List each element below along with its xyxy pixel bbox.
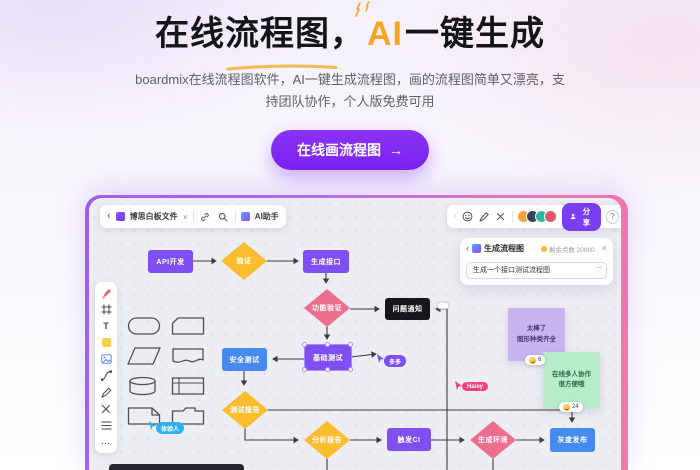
ai-generate-panel: ‹ 生成流程图 剩余点数 20000 × → bbox=[460, 238, 613, 285]
close-icon[interactable]: × bbox=[601, 243, 607, 253]
flow-node-api-dev[interactable]: API开发 bbox=[148, 250, 193, 273]
title-underline-doodle bbox=[226, 64, 338, 71]
flow-node-security-test[interactable]: 安全测试 bbox=[222, 348, 267, 371]
shape-cylinder[interactable] bbox=[127, 376, 161, 396]
coin-icon bbox=[540, 245, 547, 252]
table-icon[interactable] bbox=[100, 419, 112, 431]
shape-note-folded[interactable] bbox=[127, 406, 161, 426]
title-suffix: 一键生成 bbox=[405, 15, 545, 53]
selection-handle[interactable] bbox=[325, 342, 330, 347]
collaborator-avatars[interactable] bbox=[517, 210, 558, 223]
sticky-note-collab[interactable]: 在线多人协作 很方便哦 bbox=[543, 352, 600, 408]
divider bbox=[234, 211, 236, 222]
emoji-reaction-icon[interactable] bbox=[461, 210, 473, 223]
selection-handle[interactable] bbox=[348, 367, 353, 372]
flow-node-gray-release[interactable]: 灰度发布 bbox=[550, 428, 595, 452]
selection-handle[interactable] bbox=[302, 342, 307, 347]
comment-pen-icon[interactable] bbox=[478, 210, 490, 223]
image-icon[interactable] bbox=[100, 353, 112, 365]
shape-palette bbox=[127, 316, 205, 426]
title-ai-highlight: AI bbox=[355, 1, 405, 53]
cursor-arrow-icon bbox=[377, 354, 384, 363]
topbar-left: ‹ 博思白板文件 ∨ AI助手 bbox=[100, 205, 286, 228]
whiteboard-canvas[interactable]: ‹ 博思白板文件 ∨ AI助手 ‹ bbox=[89, 198, 621, 470]
ai-assistant-icon bbox=[240, 212, 250, 221]
send-icon[interactable]: → bbox=[595, 262, 603, 271]
back-button[interactable]: ‹ bbox=[107, 210, 111, 222]
ai-logo-icon bbox=[472, 244, 481, 253]
select-marker-icon[interactable] bbox=[100, 287, 112, 299]
chevron-down-icon[interactable]: ∨ bbox=[182, 213, 188, 221]
shape-folder[interactable] bbox=[171, 406, 205, 426]
left-toolbar: T … bbox=[95, 282, 117, 453]
shape-document-wave[interactable] bbox=[171, 346, 205, 366]
sticky-note-icon[interactable] bbox=[100, 337, 112, 349]
reaction-badge[interactable]: 6 bbox=[525, 355, 546, 365]
shape-parallelogram[interactable] bbox=[127, 346, 161, 366]
draw-flowchart-cta-button[interactable]: 在线画流程图→ bbox=[271, 129, 429, 170]
link-icon[interactable] bbox=[199, 210, 212, 223]
panel-title: 生成流程图 bbox=[484, 244, 524, 253]
hero-section: 在线流程图，AI一键生成 boardmix在线流程图软件，AI一键生成流程图，画… bbox=[0, 0, 700, 170]
selection-handle[interactable] bbox=[302, 367, 307, 372]
topbar-right: ‹ 分享 ? bbox=[447, 202, 621, 231]
selection-handle[interactable] bbox=[325, 367, 330, 372]
share-button[interactable]: 分享 bbox=[562, 202, 602, 231]
pen-icon[interactable] bbox=[100, 386, 112, 398]
more-icon[interactable]: … bbox=[100, 436, 112, 447]
flow-node-gen-api[interactable]: 生成接口 bbox=[303, 250, 349, 273]
collaborator-cursor-duoduo: 多多 bbox=[377, 350, 407, 368]
laughing-emoji-icon bbox=[529, 356, 536, 364]
avatar[interactable] bbox=[544, 210, 558, 223]
person-icon bbox=[571, 213, 576, 220]
boardmix-logo bbox=[115, 212, 125, 221]
cursor-arrow-icon bbox=[149, 421, 156, 430]
eraser-cross-icon[interactable] bbox=[100, 403, 112, 415]
title-prefix: 在线流程图， bbox=[155, 15, 365, 53]
flow-node-issue-notify[interactable]: 问题通知 bbox=[385, 298, 430, 320]
text-icon[interactable]: T bbox=[103, 321, 109, 331]
frame-icon[interactable] bbox=[100, 304, 112, 316]
laser-pointer-icon[interactable] bbox=[495, 210, 507, 223]
cursor-arrow-icon bbox=[455, 381, 462, 390]
drag-handle-icon[interactable]: ‹ bbox=[454, 213, 457, 220]
document-title[interactable]: 博思白板文件 bbox=[129, 212, 178, 221]
divider bbox=[192, 211, 194, 222]
search-icon[interactable] bbox=[217, 210, 230, 223]
panel-back-button[interactable]: ‹ bbox=[466, 243, 469, 253]
divider bbox=[511, 211, 513, 222]
credits-label: 剩余点数 20000 bbox=[540, 244, 595, 254]
help-button[interactable]: ? bbox=[606, 209, 619, 224]
selection-handle[interactable] bbox=[348, 342, 353, 347]
ai-prompt-input[interactable] bbox=[466, 261, 607, 279]
flow-node-basic-test[interactable]: 基础测试 bbox=[304, 344, 352, 371]
shape-stadium[interactable] bbox=[127, 316, 161, 336]
editor-window: ‹ 博思白板文件 ∨ AI助手 ‹ bbox=[85, 195, 628, 470]
reaction-badge[interactable]: 24 bbox=[559, 402, 583, 412]
shape-predefined-process[interactable] bbox=[171, 376, 205, 396]
connector-icon[interactable] bbox=[100, 370, 112, 382]
laughing-emoji-icon bbox=[563, 403, 570, 411]
arrow-right-icon: → bbox=[389, 141, 403, 158]
sparkle-icon bbox=[355, 1, 370, 17]
connector-lines bbox=[193, 257, 576, 470]
ai-assistant-button[interactable]: AI助手 bbox=[254, 212, 279, 221]
shape-card[interactable] bbox=[171, 316, 205, 336]
collaborator-cursor-haley: Haley bbox=[455, 377, 489, 395]
page-title: 在线流程图，AI一键生成 bbox=[0, 1, 700, 71]
collaborator-cursor-visitor: 体验人 bbox=[149, 417, 185, 435]
flow-node-trigger-ci[interactable]: 触发CI bbox=[387, 428, 431, 451]
hero-subtitle: boardmix在线流程图软件，AI一键生成流程图，画的流程图简单又漂亮，支持团… bbox=[135, 71, 565, 109]
bottom-toolbar-partial bbox=[109, 464, 244, 470]
